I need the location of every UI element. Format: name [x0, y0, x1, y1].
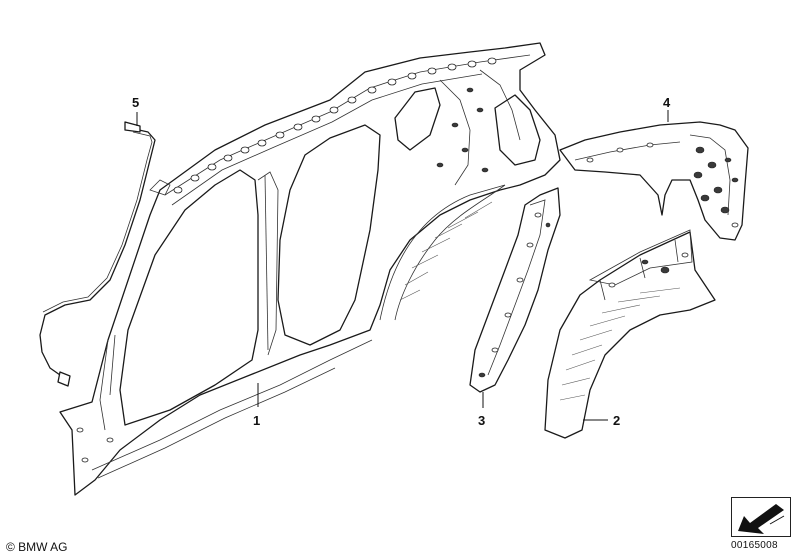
- copyright-label: © BMW AG: [6, 540, 68, 554]
- orientation-arrow-icon: [738, 504, 785, 534]
- callout-3: 3: [478, 413, 485, 428]
- callout-4: 4: [663, 95, 671, 110]
- part-4-rear-quarter-inner: [559, 121, 749, 241]
- quarter-panel-holes: [586, 142, 739, 228]
- callout-2: 2: [613, 413, 620, 428]
- part-2-wheel-arch-panel: [544, 229, 716, 439]
- roof-rail-holes: [76, 57, 497, 463]
- part-1-body-side-frame: [59, 42, 561, 496]
- drawing-number: 00165008: [731, 540, 778, 551]
- part-3-pillar-reinforcement: [469, 187, 561, 393]
- callout-1: 1: [253, 413, 260, 428]
- callout-leaders: [136, 110, 669, 421]
- callout-labels: 1 2 3 4 5: [132, 95, 671, 428]
- callout-5: 5: [132, 95, 139, 110]
- orientation-box: [731, 497, 791, 537]
- part-5-drain-hose: [39, 121, 156, 387]
